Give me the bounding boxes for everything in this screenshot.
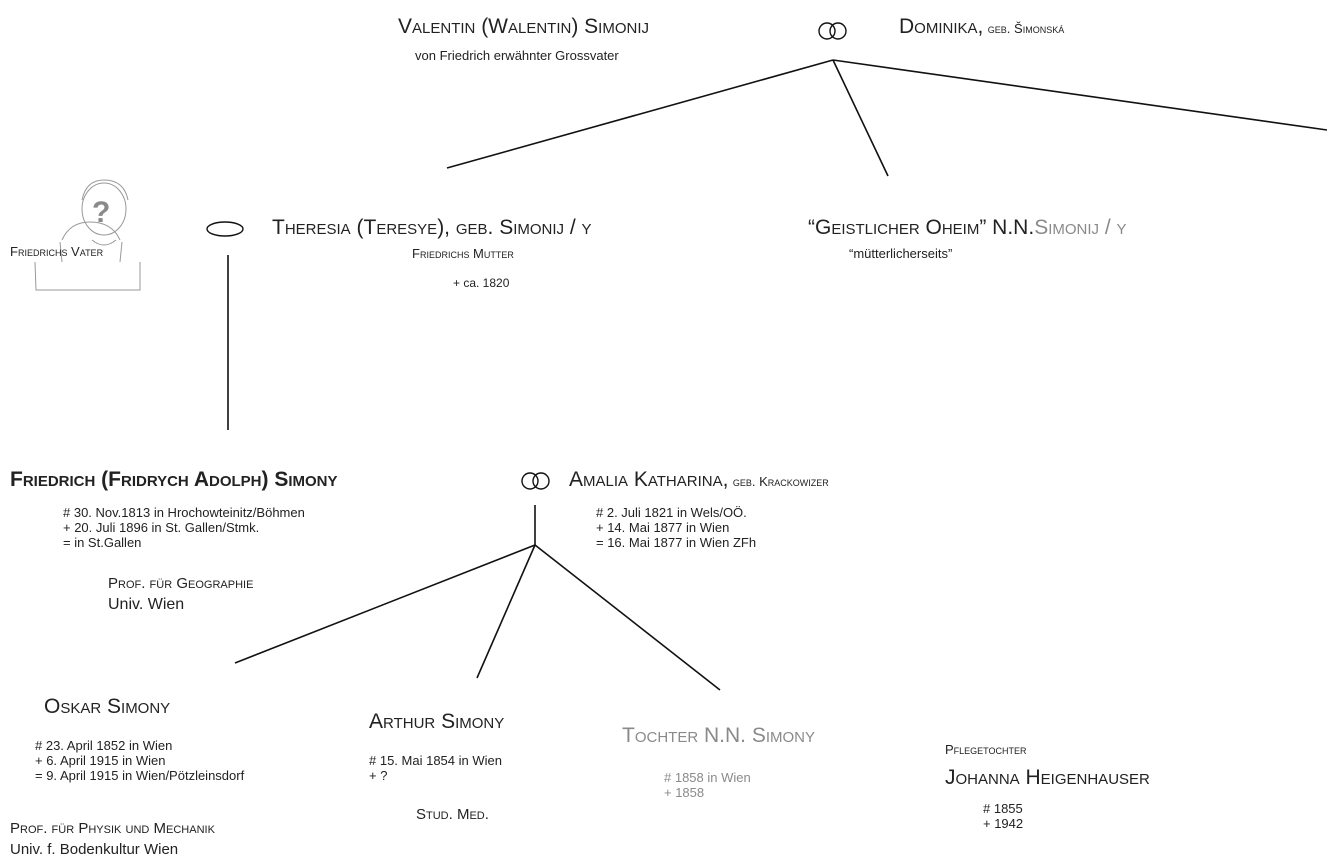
line-to-tochter	[534, 544, 721, 691]
friedrich-title: Prof. für Geographie	[108, 575, 254, 592]
valentin-note: von Friedrich erwähnter Grossvater	[415, 48, 619, 63]
johanna-dates: # 1855 + 1942	[983, 801, 1023, 831]
arthur-title: Stud. Med.	[416, 806, 489, 823]
amalia-death: + 14. Mai 1877 in Wien	[596, 520, 730, 535]
friedrich-dates: # 30. Nov.1813 in Hrochowteinitz/Böhmen …	[63, 505, 305, 550]
line-to-oheim	[832, 59, 889, 177]
amalia-birth: # 2. Juli 1821 in Wels/OÖ.	[596, 505, 747, 520]
friedrich-name: Friedrich (Fridrych Adolph) Simony	[10, 468, 338, 492]
friedrich-death: + 20. Juli 1896 in St. Gallen/Stmk.	[63, 520, 260, 535]
oskar-inst: Univ. f. Bodenkultur Wien	[10, 841, 179, 858]
line-to-arthur	[476, 544, 536, 679]
tochter-name: Tochter N.N. Simony	[622, 724, 816, 747]
oheim-name-grey: Simonij / y	[1034, 216, 1127, 239]
johanna-death: + 1942	[983, 816, 1024, 831]
amalia-name: Amalia Katharina, geb. Krackowizer	[569, 468, 829, 492]
dominika-first: Dominika,	[899, 15, 984, 38]
amalia-dates: # 2. Juli 1821 in Wels/OÖ. + 14. Mai 187…	[596, 505, 756, 550]
line-to-oskar	[234, 544, 536, 664]
oskar-title: Prof. für Physik und Mechanik	[10, 820, 215, 837]
arthur-name: Arthur Simony	[369, 710, 505, 733]
theresia-role: Friedrichs Mutter	[412, 246, 514, 261]
oheim-name-main: “Geistlicher Oheim” N.N.	[808, 216, 1035, 239]
tochter-dates: # 1858 in Wien + 1858	[664, 770, 751, 800]
rings-icon-top	[818, 22, 847, 40]
oskar-birth: # 23. April 1852 in Wien	[35, 738, 173, 753]
vater-label: Friedrichs Vater	[10, 244, 104, 259]
amalia-born: geb. Krackowizer	[732, 474, 829, 489]
friedrich-inst: Univ. Wien	[108, 596, 185, 613]
friedrich-surname: Simony	[274, 468, 338, 491]
friedrich-given: Friedrich (Fridrych Adolph)	[10, 468, 269, 491]
arthur-dates: # 15. Mai 1854 in Wien + ?	[369, 753, 502, 783]
oskar-burial: = 9. April 1915 in Wien/Pötzleinsdorf	[35, 768, 245, 783]
dominika-born: geb. Šimonská	[987, 21, 1065, 36]
oskar-name: Oskar Simony	[44, 695, 171, 718]
johanna-name: Johanna Heigenhauser	[945, 766, 1150, 789]
tochter-birth: # 1858 in Wien	[664, 770, 751, 785]
oval-icon-parents	[206, 221, 244, 237]
arthur-death: + ?	[369, 768, 388, 783]
friedrich-burial: = in St.Gallen	[63, 535, 142, 550]
friedrich-birth: # 30. Nov.1813 in Hrochowteinitz/Böhmen	[63, 505, 305, 520]
unknown-father-portrait-icon	[34, 179, 141, 291]
oheim-name: “Geistlicher Oheim” N.N.Simonij / y	[808, 216, 1127, 240]
amalia-first: Amalia Katharina,	[569, 468, 729, 491]
line-to-theresia	[446, 59, 834, 169]
oskar-dates: # 23. April 1852 in Wien + 6. April 1915…	[35, 738, 244, 783]
theresia-death: + ca. 1820	[453, 276, 510, 290]
question-mark-icon: ?	[92, 196, 110, 229]
arthur-birth: # 15. Mai 1854 in Wien	[369, 753, 502, 768]
johanna-label: Pflegetochter	[945, 742, 1027, 757]
valentin-name: Valentin (Walentin) Simonij	[398, 15, 650, 38]
dominika-name: Dominika, geb. Šimonská	[899, 15, 1064, 39]
theresia-name: Theresia (Teresye), geb. Simonij / y	[272, 216, 592, 239]
johanna-birth: # 1855	[983, 801, 1023, 816]
rings-icon-friedrich	[521, 472, 550, 490]
amalia-burial: = 16. Mai 1877 in Wien ZFh	[596, 535, 757, 550]
oskar-death: + 6. April 1915 in Wien	[35, 753, 166, 768]
oheim-note: “mütterlicherseits”	[849, 246, 953, 261]
line-to-offscreen	[832, 59, 1327, 131]
tochter-death: + 1858	[664, 785, 705, 800]
